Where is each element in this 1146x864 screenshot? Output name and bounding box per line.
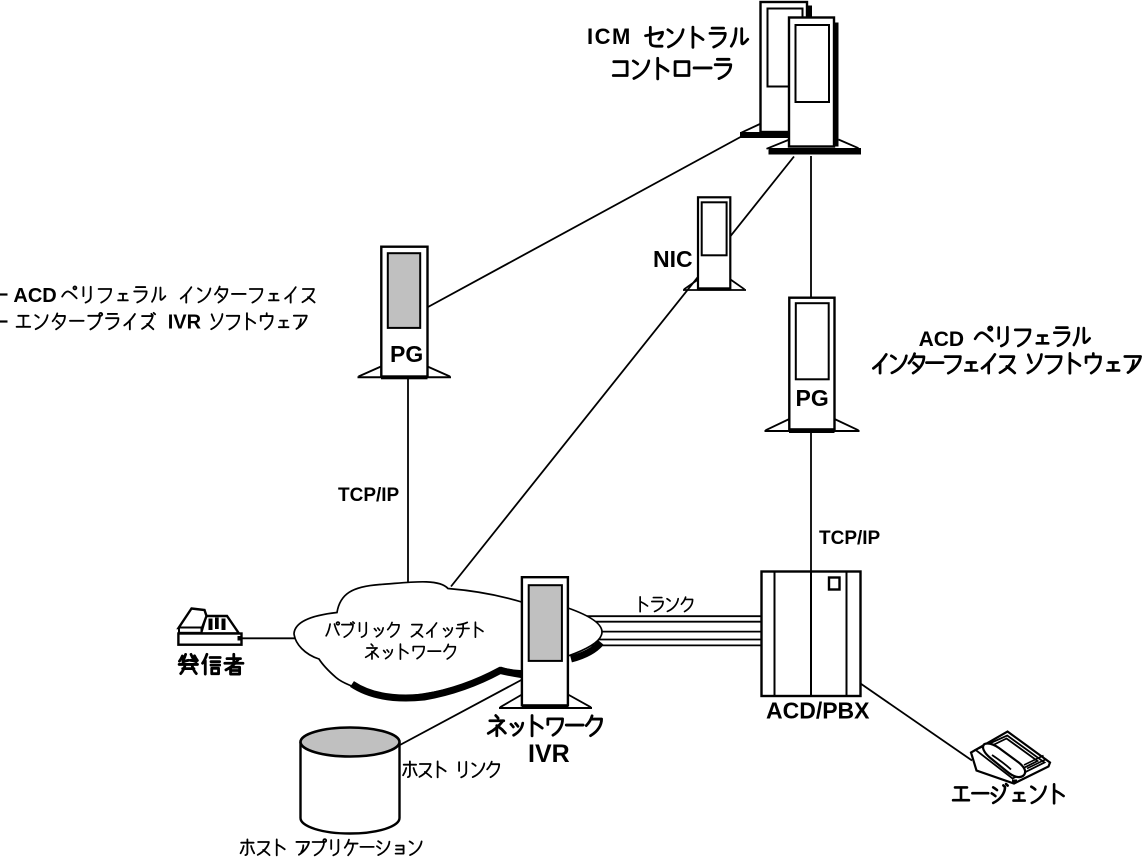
svg-text:IVR: IVR <box>528 740 570 768</box>
svg-text:PG: PG <box>796 385 829 411</box>
svg-text:ICM: ICM <box>587 24 632 49</box>
svg-text:IVR: IVR <box>168 312 202 334</box>
svg-text:ACD: ACD <box>13 285 56 307</box>
svg-text:ACD/PBX: ACD/PBX <box>766 698 870 724</box>
svg-text:NIC: NIC <box>653 246 693 272</box>
svg-text:TCP/IP: TCP/IP <box>819 528 881 549</box>
svg-text:ACD: ACD <box>919 328 965 351</box>
svg-text:TCP/IP: TCP/IP <box>338 485 400 506</box>
svg-text:PG: PG <box>390 341 423 367</box>
